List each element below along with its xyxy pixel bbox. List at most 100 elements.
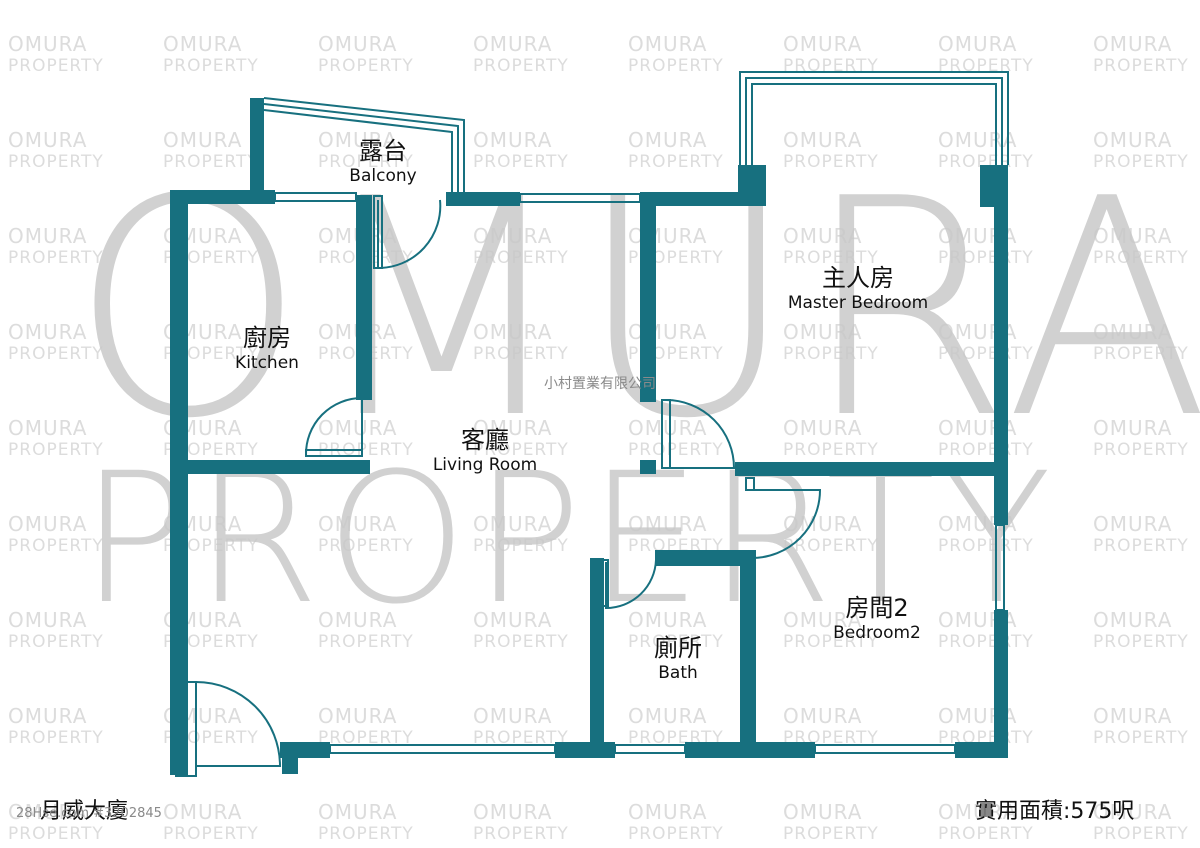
master-en: Master Bedroom	[787, 293, 929, 313]
watermark-tile-line1: OMURA	[473, 416, 553, 440]
watermark-tile-line1: OMURA	[318, 416, 398, 440]
label-master-bedroom: 主人房 Master Bedroom	[768, 264, 948, 314]
watermark-tile-line2: PROPERTY	[318, 152, 414, 172]
label-living-room: 客廳 Living Room	[415, 426, 555, 476]
watermark-tile-line1: OMURA	[1093, 224, 1173, 248]
wall-top-mid	[640, 192, 740, 206]
watermark-tile-line2: PROPERTY	[8, 248, 104, 268]
watermark-tile-line1: OMURA	[318, 32, 398, 56]
wall-top-kitchen	[170, 190, 275, 204]
watermark-tile-line2: PROPERTY	[783, 248, 879, 268]
watermark-tile-line2: PROPERTY	[473, 824, 569, 844]
watermark-tile-line2: PROPERTY	[318, 536, 414, 556]
watermark-tile-line2: PROPERTY	[1093, 440, 1189, 460]
watermark-tile-line2: PROPERTY	[938, 440, 1034, 460]
watermark-tile-line2: PROPERTY	[8, 824, 104, 844]
bedroom2-en: Bedroom2	[833, 623, 921, 643]
watermark-tile-line1: OMURA	[938, 800, 1018, 824]
window-living	[519, 193, 641, 203]
door-bath	[605, 559, 657, 610]
watermark-tile-line2: PROPERTY	[628, 152, 724, 172]
wall-master-bottom	[735, 462, 1005, 476]
saleable-area: 實用面積:575呎	[975, 799, 1135, 824]
door-bedroom2	[751, 489, 822, 559]
company-watermark: 小村置業有限公司	[544, 376, 656, 392]
watermark-tile-line2: PROPERTY	[318, 632, 414, 652]
watermark-tile-line1: OMURA	[473, 320, 553, 344]
watermark-tile-line1: OMURA	[628, 704, 708, 728]
watermark-tile-line2: PROPERTY	[163, 824, 259, 844]
building-name: 月威大廈	[40, 799, 129, 824]
watermark-tile-line1: OMURA	[628, 128, 708, 152]
watermark-tile-line2: PROPERTY	[473, 728, 569, 748]
watermark-tile-line2: PROPERTY	[628, 56, 724, 76]
watermark-tile-line1: OMURA	[783, 320, 863, 344]
watermark-tile-line2: PROPERTY	[163, 152, 259, 172]
watermark-tile-line1: OMURA	[783, 704, 863, 728]
watermark-tile-line2: PROPERTY	[473, 56, 569, 76]
watermark-tile-line2: PROPERTY	[8, 728, 104, 748]
watermark-tile-line1: OMURA	[783, 128, 863, 152]
watermark-tile-line2: PROPERTY	[628, 632, 724, 652]
watermark-tile-line1: OMURA	[628, 608, 708, 632]
watermark-tile-line1: OMURA	[8, 128, 88, 152]
watermark-tile-line1: OMURA	[783, 800, 863, 824]
watermark-tile-line2: PROPERTY	[473, 440, 569, 460]
watermark-tile-line1: OMURA	[8, 224, 88, 248]
watermark-tile-line1: OMURA	[8, 320, 88, 344]
watermark-tile-line1: OMURA	[163, 128, 243, 152]
wall-kitchen-right	[356, 195, 372, 400]
watermark-tile-line1: OMURA	[783, 512, 863, 536]
label-balcony: 露台 Balcony	[333, 137, 433, 187]
watermark-tile-line1: OMURA	[8, 704, 88, 728]
watermark-tile-line1: OMURA	[318, 512, 398, 536]
watermark-tile-line2: PROPERTY	[8, 632, 104, 652]
living-zh: 客廳	[461, 426, 509, 454]
listing-ref: 28Hse.com #3202845	[16, 806, 162, 821]
balcony-en: Balcony	[349, 166, 417, 186]
watermark-tile-line2: PROPERTY	[473, 632, 569, 652]
window-kitchen	[274, 192, 357, 202]
wall-top-living	[446, 192, 520, 206]
door-balcony	[377, 199, 442, 270]
watermark-tile-line1: OMURA	[1093, 800, 1173, 824]
watermark-tile-line1: OMURA	[783, 416, 863, 440]
watermark-tile-line2: PROPERTY	[628, 440, 724, 460]
label-kitchen: 廚房 Kitchen	[212, 324, 322, 374]
kitchen-zh: 廚房	[243, 324, 291, 352]
watermark-tile-line2: PROPERTY	[318, 56, 414, 76]
watermark-tile-line1: OMURA	[938, 32, 1018, 56]
watermark-tile-line2: PROPERTY	[783, 632, 879, 652]
watermark-tile-line2: PROPERTY	[938, 248, 1034, 268]
window-bath	[614, 744, 686, 754]
window-bedroom2-bottom	[814, 744, 956, 754]
watermark-tile-line2: PROPERTY	[8, 56, 104, 76]
watermark-tile-line1: OMURA	[318, 128, 398, 152]
watermark-tile-line2: PROPERTY	[1093, 536, 1189, 556]
watermark-tile-line1: OMURA	[1093, 608, 1173, 632]
